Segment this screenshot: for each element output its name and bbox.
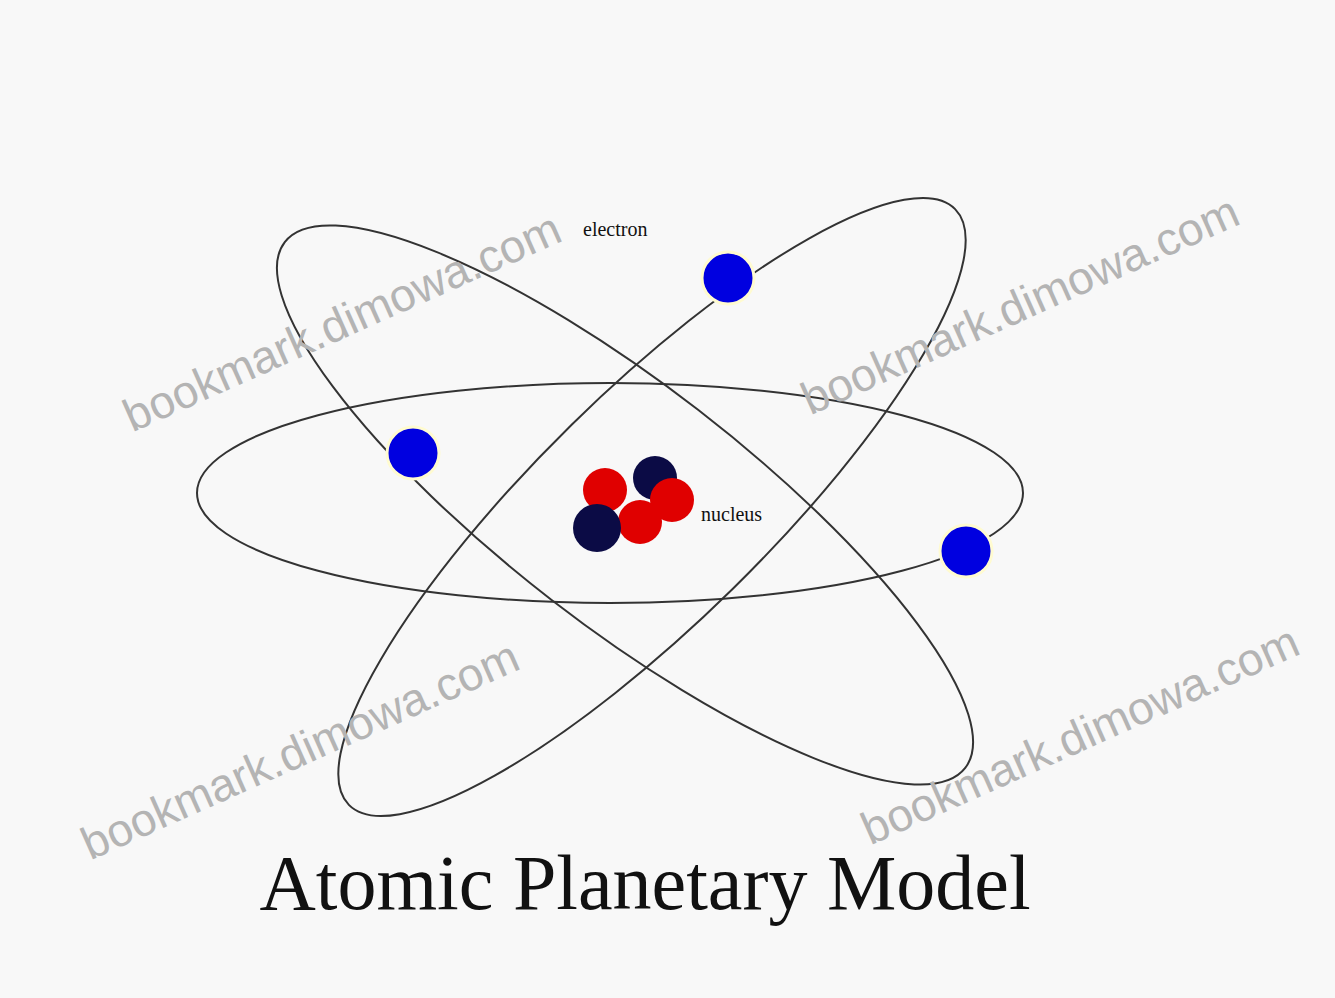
- electron-dots: [387, 252, 992, 577]
- watermark: bookmark.dimowa.com: [74, 631, 527, 870]
- part-label: nucleus: [698, 503, 765, 525]
- orbit: [197, 383, 1023, 603]
- watermark: bookmark.dimowa.com: [794, 186, 1247, 425]
- part-label: electron: [580, 218, 650, 240]
- diagram-title: Atomic Planetary Model: [259, 840, 1030, 926]
- orbit: [268, 127, 1035, 887]
- watermark: bookmark.dimowa.com: [854, 616, 1307, 855]
- nucleus-particles: [573, 456, 694, 552]
- watermark: bookmark.dimowa.com: [116, 203, 569, 442]
